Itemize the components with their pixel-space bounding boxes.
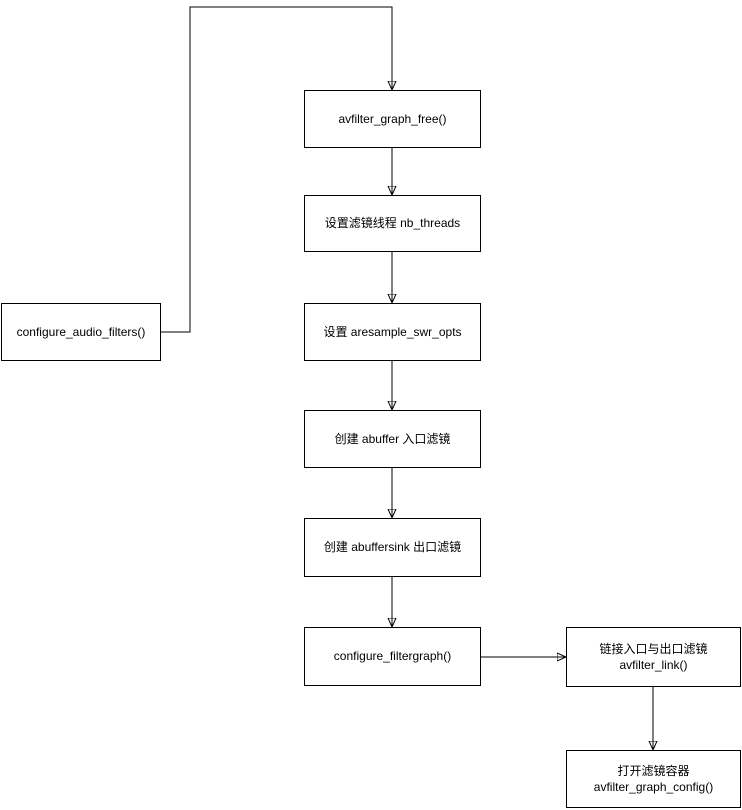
- node-label-line1: 链接入口与出口滤镜: [599, 641, 708, 656]
- node-label: 创建 abuffer 入口滤镜: [334, 431, 451, 446]
- node-label-line2: avfilter_link(): [619, 658, 688, 672]
- node-label-line2: avfilter_graph_config(): [593, 780, 714, 794]
- node-avfilter-graph-config: 打开滤镜容器 avfilter_graph_config(): [566, 750, 741, 808]
- node-avfilter-graph-free: avfilter_graph_free(): [304, 90, 481, 148]
- node-label: configure_audio_filters(): [16, 324, 146, 339]
- node-set-filter-threads: 设置滤镜线程 nb_threads: [304, 195, 481, 252]
- node-avfilter-link: 链接入口与出口滤镜 avfilter_link(): [566, 627, 741, 687]
- node-label-line1: 打开滤镜容器: [617, 763, 690, 778]
- node-configure-audio-filters: configure_audio_filters(): [1, 303, 161, 361]
- node-set-aresample-swr-opts: 设置 aresample_swr_opts: [304, 303, 481, 361]
- node-label: 创建 abuffersink 出口滤镜: [323, 540, 462, 555]
- node-create-abuffer: 创建 abuffer 入口滤镜: [304, 410, 481, 468]
- node-label: 设置 aresample_swr_opts: [323, 324, 462, 339]
- node-label: configure_filtergraph(): [333, 649, 452, 664]
- connector-audio-filters-to-graph-free: [161, 6, 392, 333]
- node-configure-filtergraph: configure_filtergraph(): [304, 627, 481, 686]
- node-label: 设置滤镜线程 nb_threads: [324, 216, 461, 231]
- node-label: avfilter_graph_free(): [338, 111, 447, 126]
- node-create-abuffersink: 创建 abuffersink 出口滤镜: [304, 518, 481, 577]
